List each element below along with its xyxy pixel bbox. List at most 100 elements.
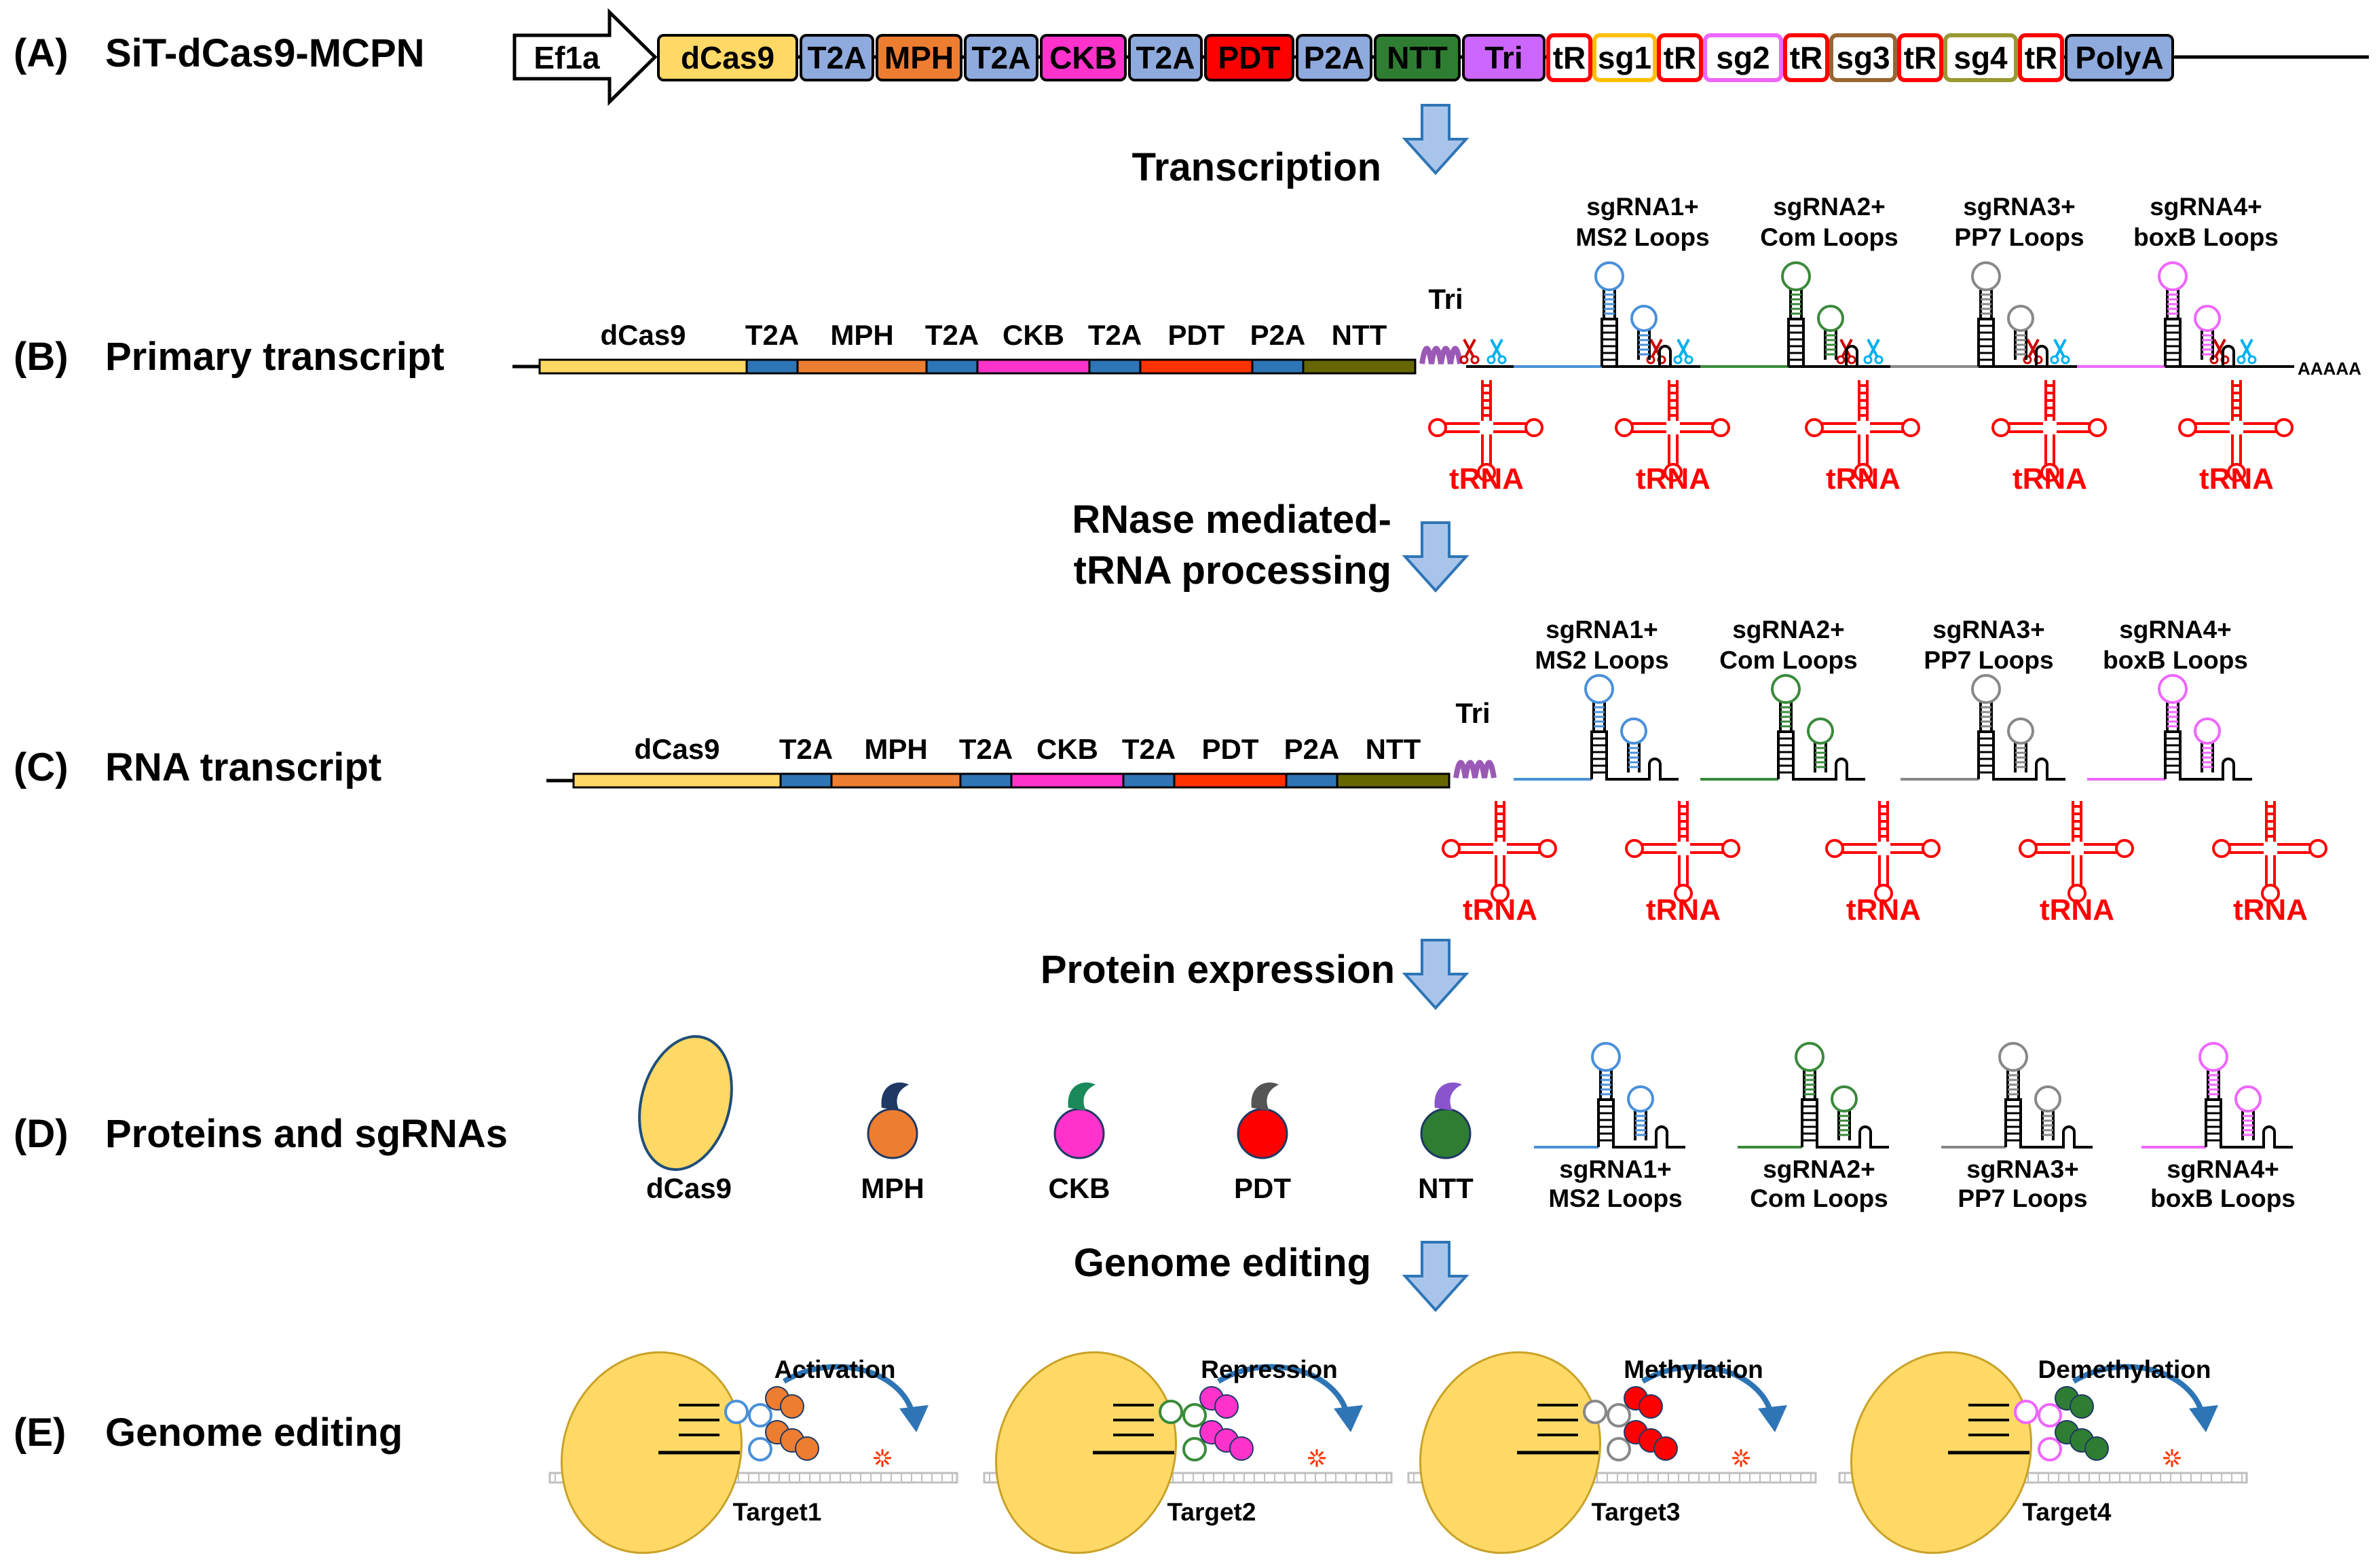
processed-sgrna-2-scaffold xyxy=(1777,730,1805,781)
construct-part-label-15: sg3 xyxy=(1836,40,1890,75)
processed-seg-mph-2 xyxy=(830,772,962,789)
primary-sgrna-label2-3: PP7 Loops xyxy=(1954,223,2084,251)
processed-trna-1-loop-r xyxy=(1538,839,1557,858)
processed-trna-2-loop-r xyxy=(1721,839,1740,858)
primary-sgrna-1-terminator xyxy=(1629,345,1689,368)
editing-loop-1-0 xyxy=(724,1400,749,1424)
processed-sgrna-1-loop1-loop xyxy=(1584,674,1614,704)
protein-label-3: PDT xyxy=(1234,1172,1291,1204)
processed-sgrna-3-loop1 xyxy=(1971,674,2001,732)
processed-trna-3 xyxy=(1825,801,1941,903)
processed-sgrna-4-loop2 xyxy=(2194,717,2221,772)
processed-sgrna-2 xyxy=(1700,674,1865,781)
primary-scissor-cyan-3 xyxy=(1863,339,1884,365)
primary-scissor-red-4-blade2 xyxy=(2027,339,2040,358)
primary-trna-label-1: tRNA xyxy=(1449,462,1524,496)
processed-seg-label-2: MPH xyxy=(864,733,927,765)
primary-trna-label-4: tRNA xyxy=(2013,462,2087,496)
processed-sgrna-2-loop2-loop xyxy=(1807,717,1834,745)
primary-trna-5-loop-r xyxy=(2275,418,2294,437)
construct-part-label-1: T2A xyxy=(808,40,867,75)
protein-panel-sgrna-4-terminator xyxy=(2233,1125,2293,1149)
construct-part-label-13: sg2 xyxy=(1716,40,1770,75)
primary-scissor-red-1-handle1 xyxy=(1459,355,1469,365)
processed-sgrna-1-terminator xyxy=(1619,758,1679,781)
protein-panel-sgrna-label2-2: Com Loops xyxy=(1750,1184,1888,1212)
primary-sgrna-4-terminator xyxy=(2192,345,2252,368)
ef1a-promoter-label: Ef1a xyxy=(534,40,600,75)
primary-sgrna-3-loop2-loop xyxy=(2007,305,2034,332)
protein-ckb-adaptor xyxy=(1068,1082,1096,1110)
primary-sgrna-label2-2: Com Loops xyxy=(1760,223,1898,251)
processed-trna-label-2: tRNA xyxy=(1646,893,1721,927)
protein-panel-sgrna-1-terminator xyxy=(1626,1125,1685,1149)
primary-trna-2-loop-l xyxy=(1615,418,1634,437)
editing-star-ray-3-1 xyxy=(1742,1459,1748,1466)
primary-trna-4-loop-r xyxy=(2088,418,2107,437)
primary-scissor-cyan-3-handle1 xyxy=(1863,355,1873,365)
processed-sgrna-label2-1: MS2 Loops xyxy=(1535,646,1668,674)
processed-sgrna-4-loop2-loop xyxy=(2194,717,2221,745)
primary-scissor-cyan-2-handle1 xyxy=(1673,355,1683,365)
editing-loop-2-1 xyxy=(1182,1403,1207,1427)
primary-seg-label-7: P2A xyxy=(1250,319,1306,351)
editing-loop-3-2 xyxy=(1607,1437,1631,1461)
down-arrow-processing xyxy=(1402,521,1470,593)
processed-trna-1-loop-l xyxy=(1442,839,1461,858)
step-editing: Genome editing xyxy=(1074,1241,1371,1285)
down-arrow-editing xyxy=(1402,1241,1470,1312)
protein-panel-sgrna-2-loop2-loop xyxy=(1831,1085,1858,1113)
primary-sgrna-2 xyxy=(1700,261,1875,368)
row-letter-d: (D) xyxy=(14,1112,69,1156)
processed-sgrna-1 xyxy=(1514,674,1679,781)
protein-panel-sgrna-2-loop2 xyxy=(1831,1085,1858,1140)
protein-label-2: CKB xyxy=(1049,1172,1110,1204)
primary-sgrna-label2-4: boxB Loops xyxy=(2133,223,2279,251)
processed-seg-label-8: NTT xyxy=(1366,733,1421,765)
protein-panel-sgrna-2 xyxy=(1738,1042,1889,1149)
processed-sgrna-label1-1: sgRNA1+ xyxy=(1546,616,1658,643)
editing-effect-label-3: Methylation xyxy=(1624,1356,1763,1383)
protein-panel-sgrna-label1-1: sgRNA1+ xyxy=(1559,1155,1672,1183)
primary-scissor-cyan-3-blade2 xyxy=(1868,339,1880,358)
processed-seg-label-4: CKB xyxy=(1036,733,1098,765)
row-title-d: Proteins and sgRNAs xyxy=(105,1112,508,1156)
construct-part-tri-9 xyxy=(1462,34,1546,81)
protein-panel-sgrna-3-terminator xyxy=(2033,1125,2093,1149)
primary-sgrna-1-loop1-loop xyxy=(1594,261,1624,291)
processed-trna-5-loop-b xyxy=(2261,884,2280,903)
protein-mph-adaptor xyxy=(881,1082,909,1110)
processed-seg-label-1: T2A xyxy=(779,733,833,765)
editing-star-ray-3-3 xyxy=(1734,1459,1740,1466)
primary-seg-label-0: dCas9 xyxy=(600,319,686,351)
processed-seg-label-3: T2A xyxy=(959,733,1013,765)
processed-trna-3-loop-b xyxy=(1874,884,1893,903)
primary-seg-label-2: MPH xyxy=(830,319,893,351)
protein-label-0: dCas9 xyxy=(646,1172,732,1204)
primary-trna-1-loop-l xyxy=(1428,418,1447,437)
primary-sgrna-2-terminator xyxy=(1816,345,1875,368)
primary-sgrna-1-scaffold xyxy=(1601,318,1629,368)
protein-panel-sgrna-1-loop1 xyxy=(1591,1042,1621,1100)
editing-star-ray-2-5 xyxy=(1309,1451,1316,1457)
primary-sgrna-label1-2: sgRNA2+ xyxy=(1773,193,1886,221)
processed-trna-3-loop-l xyxy=(1825,839,1844,858)
construct-part-tr-10 xyxy=(1546,33,1592,82)
editing-dcas9-4 xyxy=(1850,1351,2032,1554)
construct-part-mph-2 xyxy=(876,34,962,81)
editing-curve-arrow-1 xyxy=(782,1364,916,1417)
protein-ckb-ball xyxy=(1053,1108,1105,1159)
processed-sgrna-3-loop2-loop xyxy=(2007,717,2034,745)
editing-target-label-2: Target2 xyxy=(1167,1498,1256,1526)
processed-sgrna-1-loop1 xyxy=(1584,674,1614,732)
construct-part-label-14: tR xyxy=(1790,40,1823,75)
processed-seg-t2a-5 xyxy=(1122,772,1176,789)
primary-sgrna-3-terminator xyxy=(2006,345,2065,368)
processed-trna-4-loop-l xyxy=(2019,839,2038,858)
primary-seg-label-8: NTT xyxy=(1332,319,1387,351)
processed-trna-4-loop-b xyxy=(2067,884,2086,903)
construct-part-t2a-5 xyxy=(1128,34,1203,81)
protein-pdt-ball xyxy=(1237,1108,1288,1159)
